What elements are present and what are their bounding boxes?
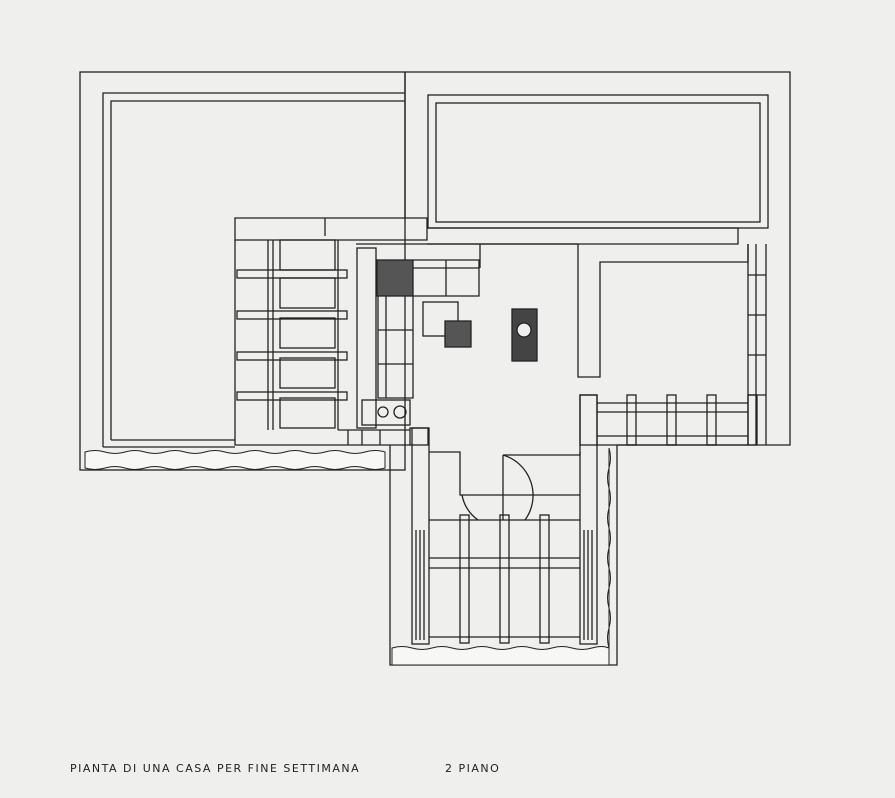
right-windows — [579, 394, 758, 446]
window-mullion — [747, 394, 758, 446]
window-pane — [279, 397, 336, 429]
window-pane — [279, 239, 336, 271]
window-mullion — [579, 394, 598, 446]
left-windows — [236, 239, 348, 430]
floor-label: 2 PIANO — [445, 762, 501, 775]
window-sill — [236, 310, 348, 320]
left-terrace — [79, 71, 406, 471]
window-sill — [236, 391, 348, 401]
window-mullion — [626, 394, 637, 446]
window-sill — [236, 269, 348, 279]
window-pane — [279, 317, 336, 349]
hedges — [84, 447, 611, 666]
window-mullion — [706, 394, 717, 446]
lower-wing — [389, 394, 618, 666]
window-mullion — [666, 394, 677, 446]
right-terrace — [404, 71, 791, 446]
central-block — [234, 217, 767, 446]
window-pane — [279, 277, 336, 309]
window-sill — [236, 351, 348, 361]
window-pane — [279, 357, 336, 389]
drawing-title: PIANTA DI UNA CASA PER FINE SETTIMANA — [70, 762, 361, 775]
central-bottom — [338, 427, 429, 446]
sofa-area — [356, 247, 538, 429]
